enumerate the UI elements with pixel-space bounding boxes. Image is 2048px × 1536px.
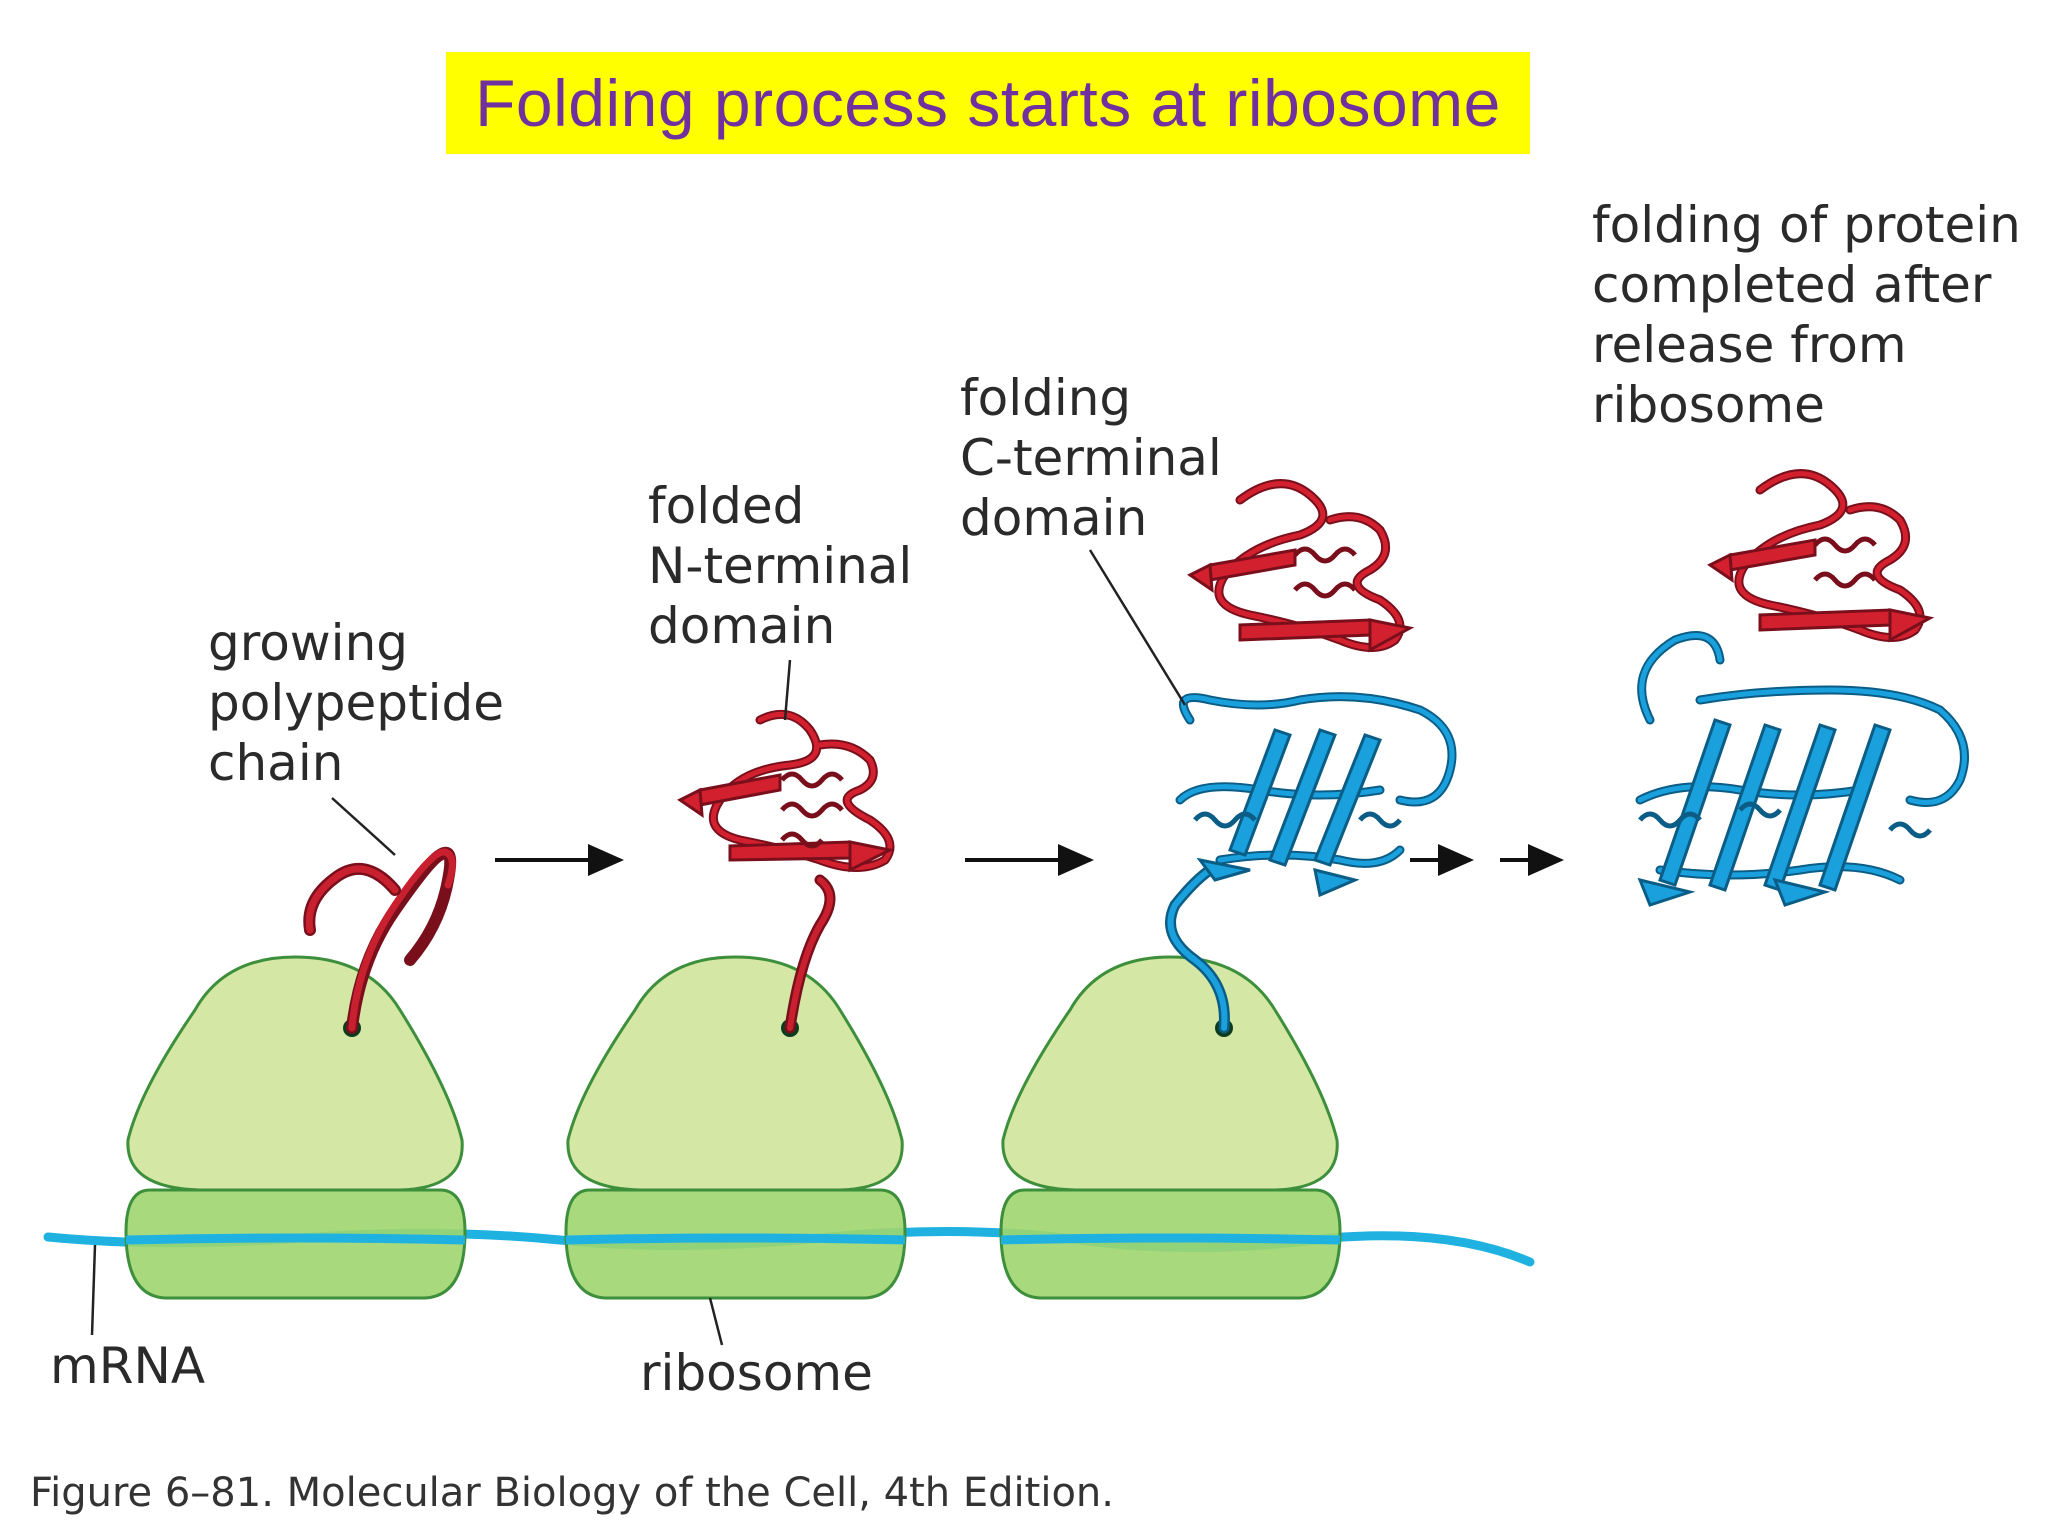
completed-c-strand-1 xyxy=(1658,718,1732,887)
completed-c-domain xyxy=(1635,631,1969,907)
mrna-segment-3 xyxy=(1000,1233,1341,1245)
label-completed-line-3: release from xyxy=(1592,316,1907,374)
linker-3-highlight xyxy=(1167,867,1228,1031)
label-mrna: mRNA xyxy=(50,1337,205,1395)
label-growing-line-1: growing xyxy=(208,614,408,672)
n-domain-3-arrow-2 xyxy=(1368,618,1415,653)
ribosome-1-small-subunit xyxy=(124,1188,467,1300)
label-folded-n-line-3: domain xyxy=(648,597,835,655)
label-folding-c-line-1: folding xyxy=(960,369,1131,427)
ribosome-1-large-subunit xyxy=(126,955,464,1192)
leader-n-terminal xyxy=(783,659,792,721)
n-domain-3-strand-2 xyxy=(1238,618,1372,642)
leader-growing-chain xyxy=(331,797,396,856)
label-completed-line-4: ribosome xyxy=(1592,376,1825,434)
n-domain-2-arrow-1 xyxy=(677,787,704,819)
c-domain-3-arrow-1 xyxy=(1196,857,1251,882)
completed-protein xyxy=(1635,469,1969,907)
c-domain-3-strand-2 xyxy=(1268,728,1337,867)
completed-c-loops-fill xyxy=(1637,633,1967,883)
label-folding-c-line-2: C-terminal xyxy=(960,429,1222,487)
c-terminal-domain-3 xyxy=(1165,692,1457,1034)
ribosome-2 xyxy=(564,955,907,1300)
linker-2-highlight xyxy=(787,877,833,1031)
completed-c-arrow-2 xyxy=(1772,877,1831,907)
ribosome-3 xyxy=(999,955,1342,1300)
label-growing-line-3: chain xyxy=(208,734,343,792)
c-domain-3-strand-1 xyxy=(1228,728,1292,857)
completed-n-strand-2 xyxy=(1758,608,1892,632)
completed-c-arrow-1 xyxy=(1637,877,1696,907)
completed-n-domain xyxy=(1707,469,1935,643)
n-domain-2-helix xyxy=(780,771,844,849)
ribosome-2-large-subunit xyxy=(566,955,904,1192)
label-completed-line-2: completed after xyxy=(1592,256,1992,314)
label-folded-n-line-2: N-terminal xyxy=(648,537,912,595)
figure-caption: Figure 6–81. Molecular Biology of the Ce… xyxy=(30,1470,1114,1516)
n-terminal-domain-3 xyxy=(1187,479,1415,653)
title-banner: Folding process starts at ribosome xyxy=(446,52,1530,154)
ribosome-3-small-subunit xyxy=(999,1188,1342,1300)
ribosome-2-small-subunit xyxy=(564,1188,907,1300)
n-terminal-domain-2 xyxy=(677,709,895,1034)
n-domain-3-helix xyxy=(1293,546,1357,599)
slide-title: Folding process starts at ribosome xyxy=(475,66,1501,140)
c-domain-3-helix xyxy=(1193,811,1402,829)
leader-mrna xyxy=(90,1244,97,1336)
leader-ribosome xyxy=(708,1297,724,1346)
completed-c-helix xyxy=(1638,801,1932,839)
completed-n-arrow-2 xyxy=(1888,608,1935,643)
mrna-segment-2 xyxy=(565,1233,906,1245)
n-domain-3-arrow-1 xyxy=(1187,562,1214,594)
completed-c-strand-3 xyxy=(1763,723,1837,892)
label-growing-line-2: polypeptide xyxy=(208,674,504,732)
leader-c-terminal xyxy=(1088,549,1187,706)
growing-chain-highlight xyxy=(348,848,456,1032)
completed-n-arrow-1 xyxy=(1707,552,1734,584)
ribosome-3-large-subunit xyxy=(1001,955,1339,1192)
growing-chain-hook-highlight xyxy=(305,865,399,934)
n-domain-2-strand-2 xyxy=(728,840,852,862)
c-domain-3-arrow-2 xyxy=(1313,867,1360,898)
c-domain-3-strand-3 xyxy=(1313,733,1382,867)
mrna-segment-1 xyxy=(125,1233,466,1245)
label-ribosome: ribosome xyxy=(640,1344,873,1402)
ribosome-1 xyxy=(124,955,467,1300)
completed-n-helix xyxy=(1813,536,1877,589)
label-folding-c-line-3: domain xyxy=(960,489,1147,547)
label-completed-line-1: folding of protein xyxy=(1592,196,2021,254)
completed-c-strand-4 xyxy=(1818,723,1892,892)
n-domain-2-arrow-2 xyxy=(848,840,895,873)
label-folded-n-line-1: folded xyxy=(648,477,804,535)
